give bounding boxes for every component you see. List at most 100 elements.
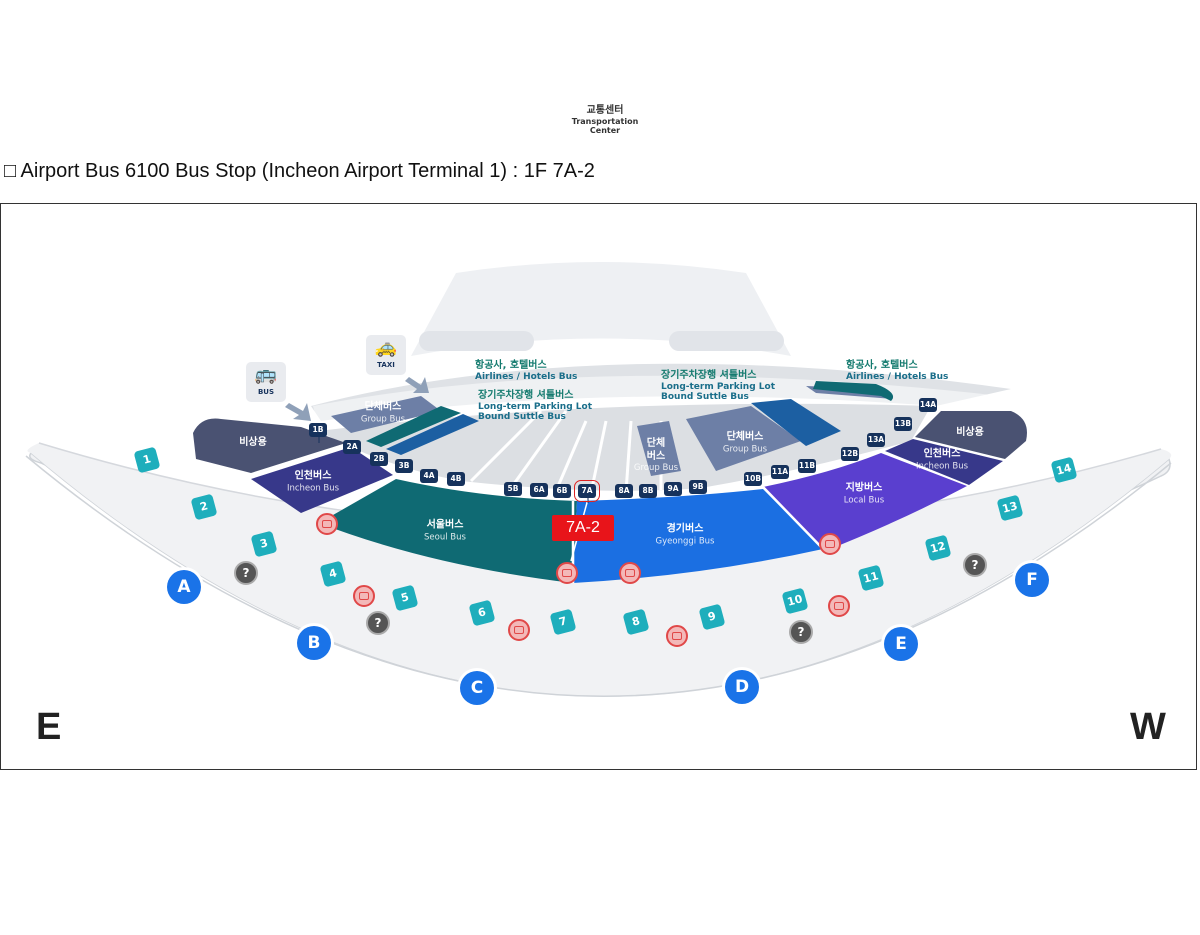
bus-stop-3b: 3B — [395, 459, 413, 473]
zone-ko: 인천버스 — [923, 448, 961, 460]
compass-west: W — [1130, 706, 1166, 748]
zone-ko: 서울버스 — [426, 519, 464, 531]
bus-stop-13b: 13B — [894, 417, 912, 431]
zone-ko: 버스 — [646, 450, 666, 462]
tc-en-1: Transportation — [571, 116, 639, 126]
note-ko: 장기주차장행 셔틀버스 — [478, 390, 574, 401]
zone-ko: 비상용 — [956, 426, 984, 438]
note-en: Bound Suttle Bus — [478, 411, 566, 422]
ticket-booth-icon — [819, 533, 841, 555]
bus-stop-5b: 5B — [504, 482, 522, 496]
bus-stop-4b: 4B — [447, 472, 465, 486]
zone-en: Group Bus — [722, 443, 768, 454]
zone-local — [763, 453, 967, 551]
taxi-icon-label: TAXI — [377, 361, 395, 369]
bus-icon: 🚌BUS — [246, 362, 286, 402]
zone-emergency-right — [915, 411, 1027, 459]
ticket-booth-icon — [353, 585, 375, 607]
zone-ko: 단체버스 — [364, 401, 402, 413]
zone-incheon-left — [251, 447, 393, 513]
ticket-booth-icon — [508, 619, 530, 641]
zone-en: Gyeonggi Bus — [655, 535, 715, 546]
ticket-booth-icon — [619, 562, 641, 584]
zone-ko: 경기버스 — [666, 523, 704, 535]
door-e: E — [884, 627, 918, 661]
bus-stop-14a: 14A — [919, 398, 937, 412]
bus-stop-7a: 7A — [574, 480, 600, 502]
bus-stop-13a: 13A — [867, 433, 885, 447]
zone-en: Seoul Bus — [424, 531, 466, 542]
door-a: A — [167, 570, 201, 604]
zone-emergency-left-label: 비상용 — [239, 437, 267, 450]
bus-stop-6b: 6B — [553, 484, 571, 498]
zone-emergency-left — [193, 418, 346, 473]
bus-stop-9b: 9B — [689, 480, 707, 494]
zone-en: Incheon Bus — [915, 460, 969, 471]
ticket-booth-icon — [556, 562, 578, 584]
tc-ko: 교통센터 — [586, 105, 624, 116]
highlight-stop-badge: 7A-2 — [552, 515, 614, 541]
door-d: D — [725, 670, 759, 704]
note-en: Airlines / Hotels Bus — [475, 371, 578, 382]
bus-stop-8a: 8A — [615, 484, 633, 498]
transportation-center-label: 교통센터 Transportation Center — [560, 105, 650, 135]
bus-stop-10b: 10B — [744, 472, 762, 486]
note-en: Bound Suttle Bus — [661, 391, 749, 402]
zone-en: Local Bus — [843, 494, 885, 505]
zone-en: Incheon Bus — [286, 482, 340, 493]
bus-stop-8b: 8B — [639, 484, 657, 498]
note-ko: 항공사, 호텔버스 — [475, 360, 547, 371]
note-en: Long-term Parking Lot — [661, 381, 775, 392]
note-en: Long-term Parking Lot — [478, 401, 592, 412]
zone-ko: 지방버스 — [845, 482, 883, 494]
zone-ko: 단체버스 — [726, 431, 764, 443]
bus-stop-11a: 11A — [771, 465, 789, 479]
bus-stop-11b: 11B — [798, 459, 816, 473]
info-desk-icon: ? — [789, 620, 813, 644]
info-desk-icon: ? — [234, 561, 258, 585]
terminal-map — [0, 203, 1197, 770]
bus-stop-9a: 9A — [664, 482, 682, 496]
door-f: F — [1015, 563, 1049, 597]
zone-emergency-right-label: 비상용 — [956, 427, 984, 440]
bus-stop-1b: 1B — [309, 423, 327, 437]
door-b: B — [297, 626, 331, 660]
zone-ko: 비상용 — [239, 436, 267, 448]
bus-stop-2a: 2A — [343, 440, 361, 454]
info-desk-icon: ? — [366, 611, 390, 635]
tc-en-2: Center — [589, 125, 621, 135]
taxi-icon: 🚕TAXI — [366, 335, 406, 375]
transport-center-building — [411, 262, 791, 356]
ticket-booth-icon — [316, 513, 338, 535]
zone-ko: 인천버스 — [294, 470, 332, 482]
zone-gyeonggi — [573, 489, 823, 583]
bus-stop-12b: 12B — [841, 447, 859, 461]
zone-en: Group Bus — [633, 463, 679, 474]
zone-ko: 단체 — [646, 438, 666, 450]
info-desk-icon: ? — [963, 553, 987, 577]
page-title: □ Airport Bus 6100 Bus Stop (Incheon Air… — [4, 160, 595, 182]
zone-incheon-right — [885, 439, 1003, 485]
note-en: Airlines / Hotels Bus — [846, 371, 949, 382]
zone-seoul — [319, 479, 577, 583]
note-ko: 항공사, 호텔버스 — [846, 360, 918, 371]
ticket-booth-icon — [828, 595, 850, 617]
bus-stop-6a: 6A — [530, 483, 548, 497]
bus-stop-2b: 2B — [370, 452, 388, 466]
zone-en: Group Bus — [360, 413, 406, 424]
door-c: C — [460, 671, 494, 705]
ticket-booth-icon — [666, 625, 688, 647]
map-background — [25, 262, 1172, 697]
bus-stop-4a: 4A — [420, 469, 438, 483]
